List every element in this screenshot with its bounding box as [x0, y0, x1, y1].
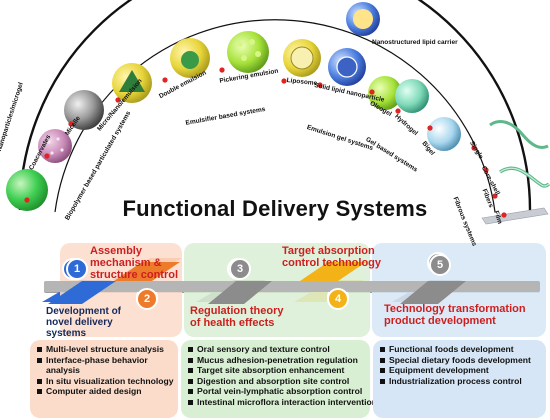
stage-2-number: 2: [136, 288, 158, 310]
list-item: Interface-phase behavior analysis: [36, 355, 172, 376]
stage-3-number: 3: [229, 258, 251, 280]
particle-micelle-icon: [64, 90, 104, 130]
stage-2-label: Assembly mechanism & structure control: [90, 245, 179, 282]
stage-1-number: 1: [66, 258, 88, 280]
list-item: Functional foods development: [379, 344, 540, 355]
stage-1-arrow: [48, 281, 116, 304]
list-item: In situ visualization technology: [36, 376, 174, 387]
list-item: Intestinal microflora interaction interv…: [187, 397, 377, 408]
fiber-single-icon: [489, 120, 549, 149]
stage-5-arrow: [400, 281, 466, 304]
list-item: Oral sensory and texture control: [187, 344, 364, 355]
particle-hydrogel-icon: [395, 79, 429, 113]
stage-3-label: Regulation theory of health effects: [190, 305, 284, 330]
arc-markers: [24, 67, 507, 218]
diagram-title: Functional Delivery Systems: [122, 196, 428, 221]
particle-emulsion-icon: [112, 63, 152, 103]
stage-4-number: 4: [327, 288, 349, 310]
panel-product-development: Functional foods development Special die…: [373, 340, 546, 418]
panel-health-effects: Oral sensory and texture control Mucus a…: [181, 340, 377, 418]
list-item: Computer aided design: [36, 386, 172, 397]
fiber-core-shell-icon: [499, 166, 550, 188]
particle-pickering-emulsion-icon: [227, 31, 269, 73]
arc-label-nlc: Nanostructured lipid carrier: [372, 39, 458, 46]
stage-3-arrow: [208, 281, 272, 304]
stage-5-number: 5: [429, 254, 451, 276]
stage-5-label: Technology transformation product develo…: [384, 303, 526, 328]
particle-oleogel-icon: [368, 76, 402, 110]
stage-4-arrow: [300, 262, 366, 281]
panel-structure-analysis: Multi-level structure analysis Interface…: [30, 340, 178, 418]
list-item: Target site absorption enhancement: [187, 365, 364, 376]
list-item: Mucus adhesion-penetration regulation: [187, 355, 364, 366]
particle-solid-lipid-nanoparticle-icon: [328, 48, 366, 86]
stage-4-label: Target absorption control technology: [282, 245, 381, 270]
stage-2-arrow: [114, 262, 180, 281]
main-arc: [18, 0, 532, 211]
particle-bigel-icon: [427, 117, 461, 151]
list-item: Special dietary foods development: [379, 355, 540, 366]
film-icon: [481, 207, 549, 225]
list-item: Industrialization process control: [379, 376, 540, 387]
particle-nanostructured-lipid-carrier-icon: [346, 2, 380, 36]
list-item: Digestion and absorption site control: [187, 376, 364, 387]
particle-double-emulsion-icon: [170, 38, 210, 78]
particle-liposome-icon: [283, 39, 321, 77]
list-item: Portal vein-lymphatic absorption control: [187, 386, 364, 397]
stage-1-label: Development of novel delivery systems: [46, 306, 122, 339]
list-item: Equipment development: [379, 365, 540, 376]
particle-nanoparticle-icon: [6, 169, 48, 211]
list-item: Multi-level structure analysis: [36, 344, 172, 355]
